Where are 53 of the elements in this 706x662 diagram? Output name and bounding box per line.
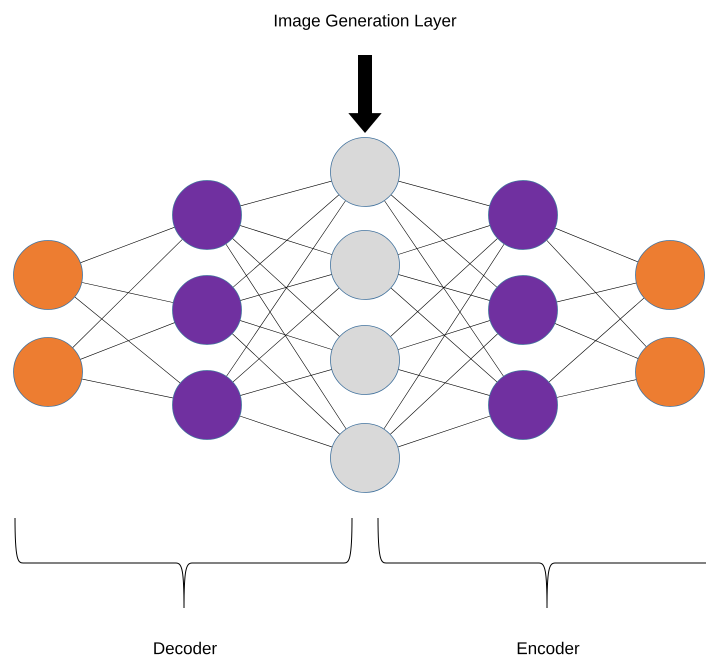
- connection-line: [390, 334, 498, 434]
- connection-line: [384, 244, 504, 430]
- connection-line: [80, 322, 175, 360]
- connection-line: [398, 369, 490, 396]
- connection-line: [398, 274, 490, 301]
- connection-line: [226, 200, 346, 376]
- connection-line: [82, 282, 174, 303]
- connection-line: [232, 288, 340, 382]
- connection-line: [398, 180, 490, 206]
- connection-line: [82, 378, 174, 398]
- neuron-circle: [488, 275, 558, 345]
- section-label: Encoder: [518, 642, 580, 654]
- connection-line: [240, 274, 332, 301]
- connection-line: [232, 334, 340, 434]
- neuron-circle: [172, 275, 242, 345]
- neuron-circle: [330, 137, 400, 207]
- connection-line: [390, 238, 498, 337]
- connection-line: [390, 288, 498, 382]
- neuron-circle: [635, 337, 705, 407]
- connection-line: [398, 416, 490, 448]
- neuron-circle: [488, 180, 558, 250]
- connection-line: [555, 228, 638, 262]
- neuron-circle: [330, 230, 400, 300]
- connection-line: [80, 227, 175, 263]
- neuron-circle: [330, 423, 400, 493]
- connection-line: [240, 416, 332, 448]
- neuron-circle: [172, 370, 242, 440]
- neuron-circle: [13, 337, 83, 407]
- connection-line: [240, 180, 332, 206]
- connection-line: [226, 244, 346, 430]
- connection-line: [554, 323, 638, 359]
- neuron-circle: [13, 240, 83, 310]
- connection-line: [240, 320, 332, 350]
- connection-line: [556, 282, 636, 302]
- neuron-circle: [172, 180, 242, 250]
- section-label: Decoder: [154, 642, 217, 654]
- neuron-circle: [635, 240, 705, 310]
- connection-line: [398, 225, 490, 255]
- connection-line: [72, 239, 182, 348]
- connection-line: [391, 194, 498, 288]
- connection-line: [74, 296, 180, 384]
- connection-line: [232, 194, 340, 288]
- connection-line: [240, 369, 332, 396]
- neuron-circle: [488, 370, 558, 440]
- title: Image Generation Layer: [274, 14, 456, 30]
- connection-line: [556, 379, 636, 398]
- connection-line: [398, 320, 490, 350]
- connection-line: [548, 298, 644, 382]
- connection-line: [384, 200, 504, 376]
- connection-line: [240, 225, 332, 255]
- connection-line: [232, 238, 340, 337]
- connection-line: [546, 240, 646, 347]
- neuron-circle: [330, 325, 400, 395]
